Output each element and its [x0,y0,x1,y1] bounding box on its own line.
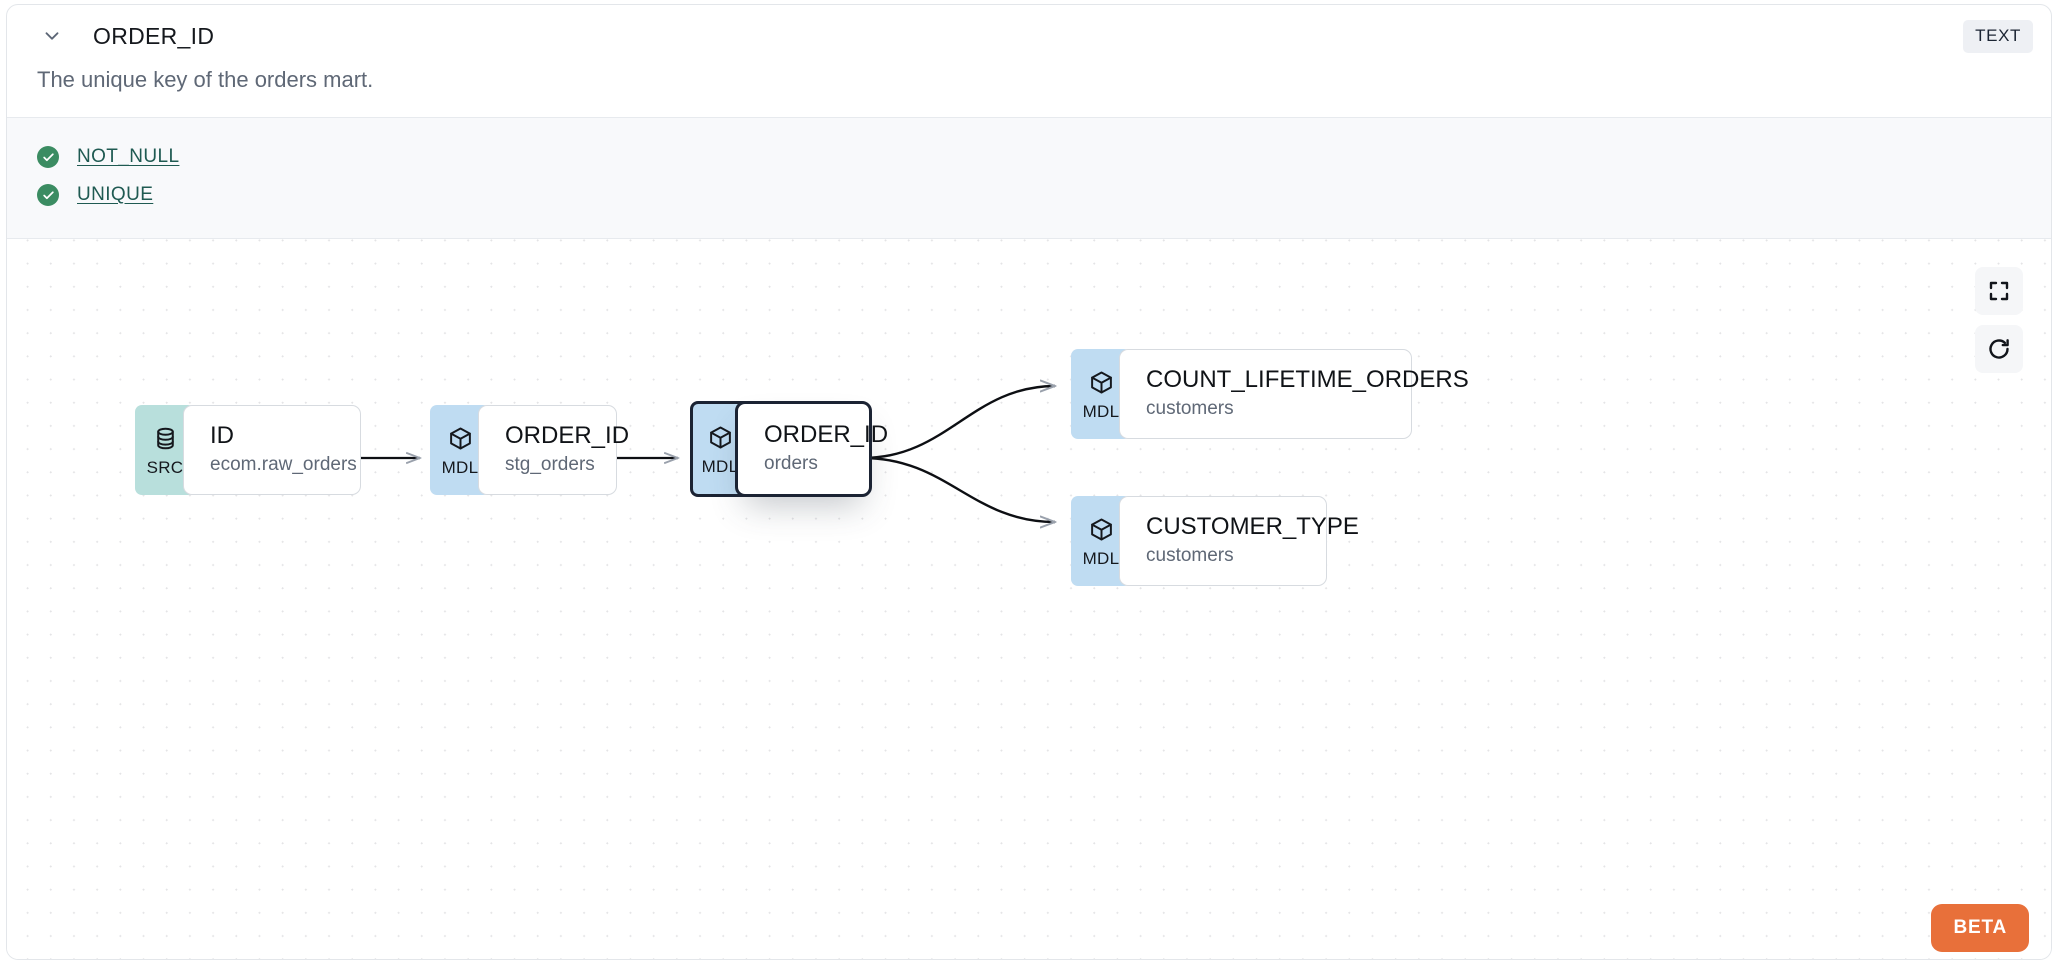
node-model-name: customers [1146,398,1234,420]
node-column-name: ID [210,422,234,450]
edge-orders-to-count-lifetime-orders [862,386,1055,460]
node-body: ORDER_ID stg_orders [478,405,630,495]
lineage-node-src-id[interactable]: SRC ID ecom.raw_orders [135,405,361,495]
test-link-not-null[interactable]: NOT_NULL [77,146,180,167]
node-badge-label: SRC [146,458,184,477]
node-body: ID ecom.raw_orders [183,405,361,495]
node-badge-label: MDL [701,457,739,476]
check-circle-icon [37,184,59,206]
edge-orders-to-customer-type [862,456,1055,522]
node-column-name: CUSTOMER_TYPE [1146,513,1359,541]
tests-section: NOT_NULL UNIQUE [7,117,2051,239]
fit-view-button[interactable] [1975,267,2023,315]
database-icon [153,426,178,456]
chevron-down-icon[interactable] [37,21,67,51]
node-column-name: COUNT_LIFETIME_ORDERS [1146,366,1469,394]
lineage-canvas[interactable]: SRC ID ecom.raw_orders [7,239,2051,960]
node-model-name: orders [764,453,818,475]
node-body: CUSTOMER_TYPE customers [1119,496,1359,586]
cube-icon [448,426,473,456]
node-column-name: ORDER_ID [505,422,630,450]
column-detail-card: ORDER_ID TEXT The unique key of the orde… [6,4,2052,960]
test-row: UNIQUE [7,176,2051,214]
test-row: NOT_NULL [7,138,2051,176]
node-body: COUNT_LIFETIME_ORDERS customers [1119,349,1469,439]
cube-icon [1089,517,1114,547]
beta-badge[interactable]: BETA [1931,904,2029,952]
node-badge-label: MDL [441,458,479,477]
fit-screen-icon [1987,279,2011,303]
lineage-node-customer-type[interactable]: MDL CUSTOMER_TYPE customers [1071,496,1359,586]
lineage-node-stg-orders[interactable]: MDL ORDER_ID stg_orders [430,405,630,495]
reset-button[interactable] [1975,325,2023,373]
test-link-unique[interactable]: UNIQUE [77,184,154,205]
node-model-name: stg_orders [505,454,595,476]
lineage-node-count-lifetime-orders[interactable]: MDL COUNT_LIFETIME_ORDERS customers [1071,349,1469,439]
canvas-controls [1975,267,2023,373]
node-body: ORDER_ID orders [735,401,889,497]
check-circle-icon [37,146,59,168]
lineage-edges [347,239,2051,960]
column-description: The unique key of the orders mart. [37,67,374,92]
cube-icon [708,425,733,455]
node-badge-label: MDL [1082,549,1120,568]
refresh-icon [1987,337,2011,361]
card-header: ORDER_ID TEXT [7,5,2051,67]
data-type-badge: TEXT [1963,19,2033,53]
node-column-name: ORDER_ID [764,421,889,449]
lineage-node-orders-selected[interactable]: MDL ORDER_ID orders [690,401,889,497]
node-model-name: customers [1146,545,1234,567]
cube-icon [1089,370,1114,400]
page-title: ORDER_ID [93,22,215,49]
node-model-name: ecom.raw_orders [210,454,357,476]
node-badge-label: MDL [1082,402,1120,421]
